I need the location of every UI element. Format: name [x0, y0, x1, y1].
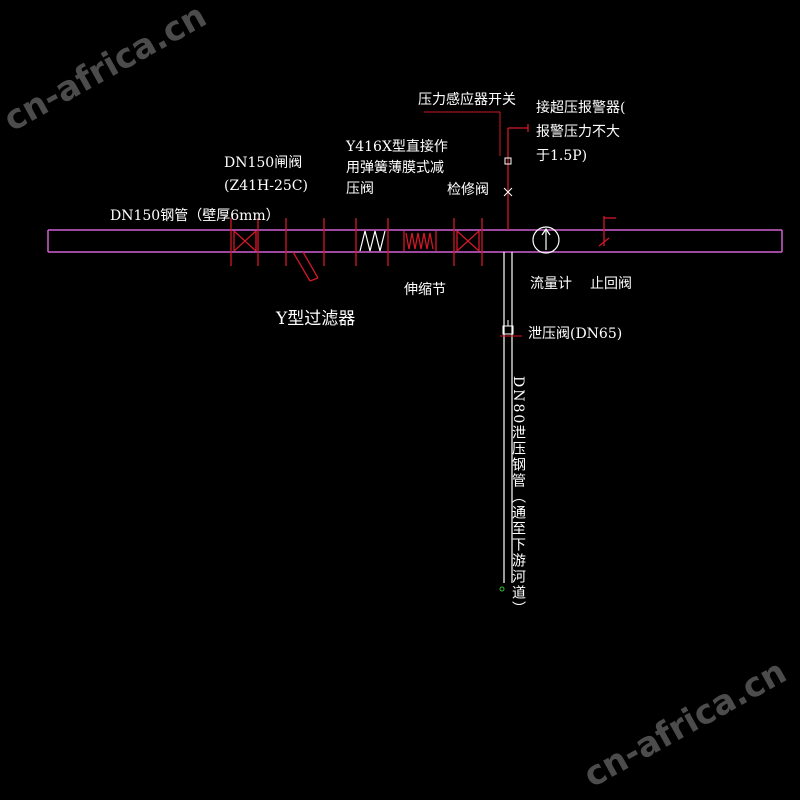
- prv-label-2: 用弹簧薄膜式减: [346, 160, 444, 176]
- relief-pipe-label: DN80泄压钢管（通至下游河道）: [510, 376, 526, 617]
- expansion-joint-icon: [403, 231, 437, 251]
- pressure-switch-label: 压力感应器开关: [418, 91, 516, 108]
- watermark-bottom: cn-africa.cn: [577, 652, 793, 796]
- pressure-switch-branch: [424, 111, 529, 230]
- check-valve-icon: [598, 216, 616, 247]
- y-strainer-icon: [285, 218, 325, 282]
- flow-meter-label: 流量计: [530, 276, 572, 292]
- maintenance-valve-label: 检修阀: [447, 182, 489, 198]
- gate-valve-icon: [230, 218, 259, 266]
- gate-valve-label-1: DN150闸阀: [224, 155, 302, 171]
- prv-label-3: 压阀: [346, 181, 374, 197]
- relief-valve-label: 泄压阀(DN65): [528, 326, 622, 342]
- check-valve-label: 止回阀: [590, 276, 632, 292]
- relief-pipe: [499, 252, 522, 592]
- main-pipe: [47, 229, 783, 253]
- expansion-joint-label: 伸缩节: [404, 282, 446, 298]
- relief-valve-icon: [502, 320, 514, 335]
- alarm-label-3: 于1.5P): [536, 148, 587, 164]
- gate-valve-label-2: (Z41H-25C): [224, 178, 308, 194]
- gate-valve-icon: [453, 218, 483, 266]
- y-strainer-label: Y型过滤器: [275, 309, 355, 329]
- main-pipe-label: DN150钢管（壁厚6mm）: [110, 208, 280, 224]
- flow-meter-icon: [532, 226, 560, 254]
- prv-label-1: Y416X型直接作: [345, 138, 448, 155]
- watermark-top: cn-africa.cn: [0, 0, 213, 140]
- pressure-reducing-valve-icon: [355, 218, 389, 266]
- alarm-label-1: 接超压报警器(: [536, 99, 625, 116]
- alarm-label-2: 报警压力不大: [536, 124, 620, 140]
